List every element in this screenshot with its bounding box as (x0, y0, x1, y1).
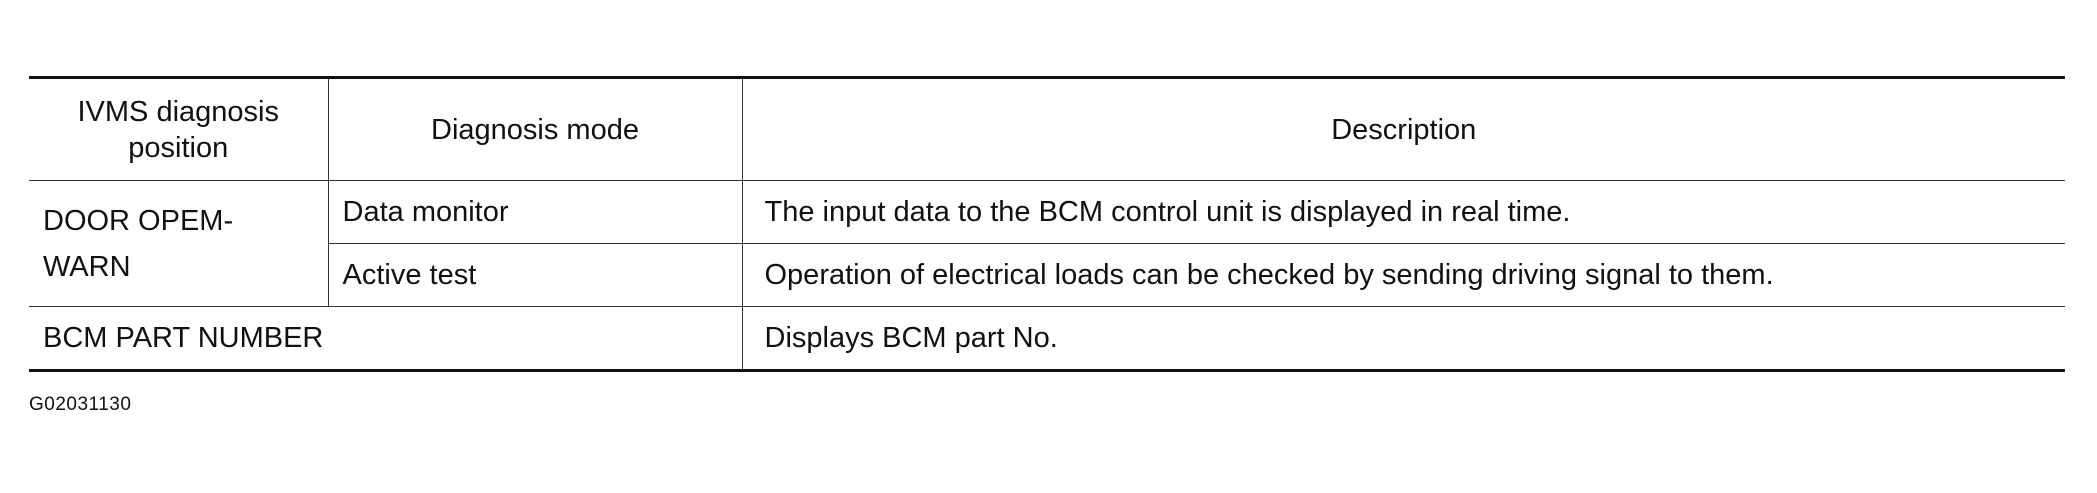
mode-active-test: Active test (327, 243, 742, 307)
header-ivms-label: IVMS diagnosis position (77, 95, 280, 164)
table-row: DOOR OPEM-WARN Data monitor The input da… (29, 180, 2065, 283)
description-active-test: Operation of electrical loads can be che… (741, 243, 2065, 307)
mode-data-monitor: Data monitor (327, 180, 742, 244)
door-open-warn-label: DOOR OPEM-WARN (43, 204, 234, 283)
header-ivms-diagnosis-position: IVMS diagnosis position (29, 78, 328, 181)
table-row: BCM PART NUMBER Displays BCM part No. (29, 306, 2065, 371)
diagnosis-table: IVMS diagnosis position Diagnosis mode D… (29, 76, 2065, 372)
door-open-warn-cell: DOOR OPEM-WARN (29, 181, 328, 307)
table-row: Active test Operation of electrical load… (29, 243, 2065, 307)
table-header-row: IVMS diagnosis position Diagnosis mode D… (29, 77, 2065, 181)
bcm-part-number-label: BCM PART NUMBER (43, 322, 324, 354)
figure-code: G02031130 (29, 394, 132, 415)
header-diagnosis-mode: Diagnosis mode (327, 77, 742, 181)
description-bcm-part-number: Displays BCM part No. (741, 306, 2065, 371)
header-description: Description (741, 77, 2065, 181)
description-data-monitor: The input data to the BCM control unit i… (741, 180, 2065, 244)
